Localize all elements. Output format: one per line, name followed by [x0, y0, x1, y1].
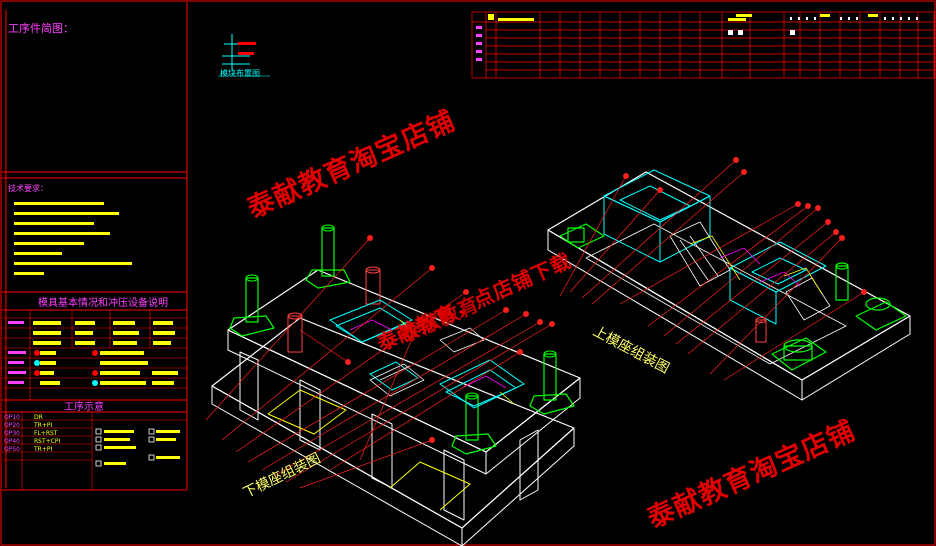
- svg-text:DR: DR: [34, 414, 43, 421]
- leader-line: [647, 205, 809, 327]
- part-balloon: [657, 187, 663, 193]
- title-block-marks: [728, 17, 918, 35]
- part-balloon: [833, 229, 839, 235]
- tech-req-title: 技术要求：: [8, 183, 48, 193]
- svg-text:OP40: OP40: [4, 438, 20, 445]
- process-codes: OP10 OP20 OP30 OP40 OP50: [4, 414, 20, 453]
- part-balloon: [825, 219, 831, 225]
- leader-line: [591, 171, 745, 305]
- leader-line: [285, 323, 553, 483]
- leader-line: [723, 291, 865, 381]
- lower-die-assembly[interactable]: [211, 224, 581, 546]
- sketch-title: 工序件简图：: [8, 21, 74, 35]
- part-leaders: [205, 157, 867, 489]
- leader-line: [619, 203, 799, 305]
- left-panel-sections: [2, 171, 187, 413]
- die-info-table: [2, 310, 187, 400]
- process-options: [104, 430, 180, 465]
- leader-line: [221, 267, 433, 441]
- leader-line: [247, 309, 507, 463]
- leader-line: [559, 175, 627, 297]
- part-balloon: [815, 205, 821, 211]
- part-balloon: [623, 173, 629, 179]
- part-balloon: [795, 201, 801, 207]
- leader-line: [273, 321, 541, 477]
- part-balloon: [367, 235, 373, 241]
- leader-line: [709, 237, 843, 375]
- part-balloon: [861, 289, 867, 295]
- title-block-side-label: [476, 26, 482, 61]
- part-balloon: [733, 157, 739, 163]
- title-block-fills: [488, 14, 878, 21]
- part-balloon: [463, 289, 469, 295]
- leader-line: [581, 159, 737, 299]
- die-info-row-labels: [8, 321, 26, 384]
- part-balloon: [417, 317, 423, 323]
- die-info-cyan: [34, 360, 98, 386]
- part-balloon: [839, 235, 845, 241]
- leader-line: [329, 351, 521, 471]
- part-balloon: [345, 359, 351, 365]
- part-balloon: [523, 311, 529, 317]
- svg-text:OP20: OP20: [4, 422, 20, 429]
- part-balloon: [537, 319, 543, 325]
- upper-die-assembly[interactable]: [547, 169, 911, 401]
- leader-line: [359, 319, 421, 461]
- process-checkboxes[interactable]: [95, 428, 155, 467]
- part-balloon: [805, 203, 811, 209]
- leader-line: [205, 237, 371, 421]
- svg-text:TR+PI: TR+PI: [33, 422, 52, 429]
- title-block: [471, 11, 935, 79]
- leader-line: [663, 207, 819, 337]
- tech-requirement-lines: [14, 202, 132, 275]
- leader-line: [569, 189, 661, 293]
- part-balloon: [549, 321, 555, 327]
- svg-text:RST+CPI: RST+CPI: [34, 438, 60, 445]
- process-table: [2, 412, 187, 490]
- leader-line: [687, 231, 837, 355]
- die-info-markers: [34, 350, 98, 376]
- process-names: DR TR+PI FL+RST RST+CPI TR+PI: [33, 414, 60, 453]
- svg-text:OP50: OP50: [4, 446, 20, 453]
- svg-text:TR+PI: TR+PI: [33, 446, 52, 453]
- leader-line: [299, 329, 349, 363]
- part-balloon: [429, 265, 435, 271]
- leader-line: [299, 439, 433, 489]
- layout-insert-label: 模块布置图: [220, 68, 260, 78]
- leader-line: [261, 313, 527, 471]
- layout-insert: [218, 34, 270, 77]
- process-title: 工序示意: [64, 400, 104, 413]
- part-balloon: [741, 169, 747, 175]
- die-info-values: [33, 321, 178, 385]
- part-balloon: [429, 437, 435, 443]
- die-info-title: 模具基本情况和冲压设备说明: [38, 296, 168, 309]
- upper-die-caption: 上模座组装图: [590, 323, 672, 377]
- leader-line: [235, 291, 467, 453]
- leader-line: [675, 221, 829, 345]
- part-balloon: [517, 349, 523, 355]
- part-balloon: [503, 307, 509, 313]
- svg-text:OP30: OP30: [4, 430, 20, 437]
- svg-text:OP10: OP10: [4, 414, 20, 421]
- svg-text:FL+RST: FL+RST: [34, 430, 58, 437]
